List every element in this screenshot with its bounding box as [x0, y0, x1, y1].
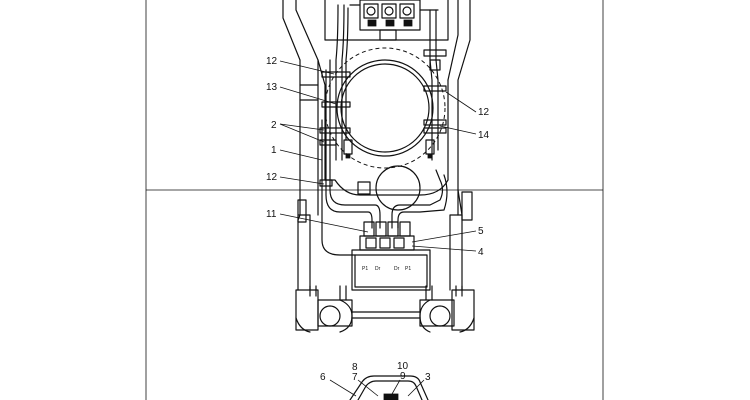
callout-5: 5: [478, 226, 484, 237]
callout-9: 9: [400, 371, 406, 382]
port-label-1: P1: [362, 266, 368, 272]
callout-1: 1: [271, 145, 277, 156]
callout-11: 11: [266, 209, 277, 220]
bottom-attachment: [349, 375, 429, 400]
callout-8: 8: [352, 362, 358, 373]
control-valve: P1 Dr Dr P1: [351, 221, 431, 291]
swivel-joint: [357, 165, 421, 211]
callout-12-top-left: 12: [266, 56, 278, 67]
machine-frame: [282, 0, 473, 291]
callout-2: 2: [271, 120, 277, 131]
callout-13: 13: [266, 82, 278, 93]
callout-14: 14: [478, 130, 490, 141]
callout-10: 10: [397, 361, 409, 372]
top-valve-block: [349, 0, 439, 41]
callout-6: 6: [320, 372, 326, 383]
callout-12-mid-left: 12: [266, 172, 278, 183]
left-hose-bundle: [319, 4, 381, 256]
port-label-2: Dr: [375, 266, 381, 272]
swing-ring: [324, 47, 446, 169]
port-label-3: Dr: [394, 266, 400, 272]
callout-3: 3: [425, 372, 431, 383]
callout-7: 7: [352, 372, 358, 383]
sheet-frame: [145, 0, 604, 400]
right-hose-bundle: [391, 9, 448, 229]
callout-12-right: 12: [478, 107, 490, 118]
leader-lines: [279, 60, 477, 397]
lower-boom: [295, 285, 475, 333]
callout-labels: 12 13 2 1 12 11 12 14 5 4 6 8 7 10 9 3: [266, 56, 490, 383]
callout-4: 4: [478, 247, 484, 258]
port-label-4: P1: [405, 266, 411, 272]
